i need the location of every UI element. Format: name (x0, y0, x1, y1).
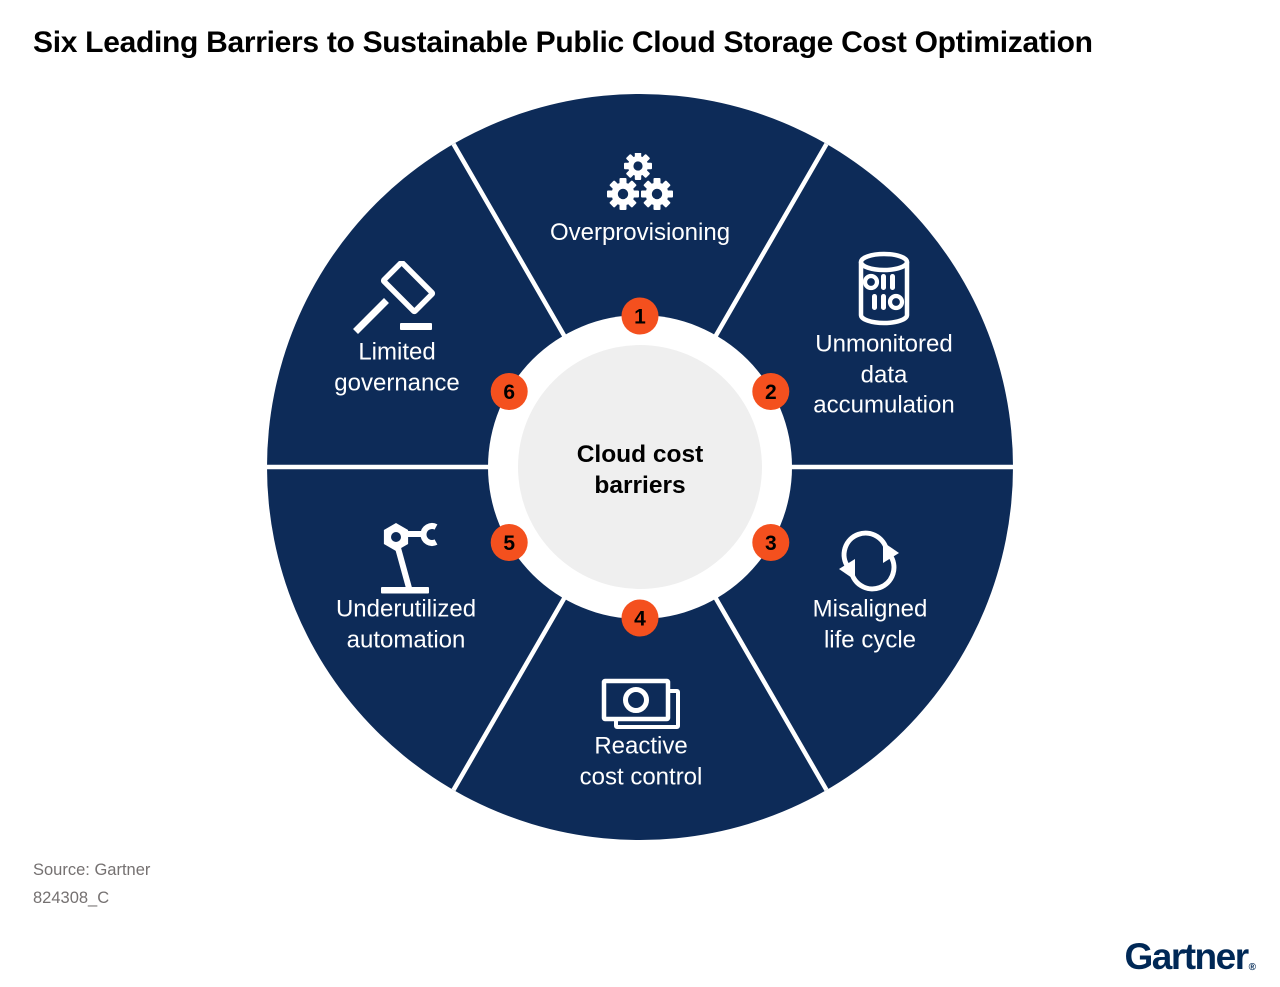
segment-4-label: Reactive cost control (579, 732, 703, 791)
segment-6-number: 6 (503, 381, 515, 404)
registered-trademark-symbol: ® (1248, 962, 1256, 973)
segment-2-number: 2 (765, 381, 777, 404)
hub-label: Cloud cost barriers (576, 441, 704, 499)
hub-gray-circle (518, 345, 762, 589)
segment-3-badge: 3 (752, 524, 790, 561)
gartner-logo-text: Gartner (1124, 936, 1249, 977)
banknote-icon (601, 678, 680, 729)
segment-6-label: Limited governance (334, 338, 460, 397)
segment-4-number: 4 (634, 608, 646, 631)
source-note: Source: Gartner (33, 861, 151, 879)
segment-divider-lines (267, 142, 1013, 792)
segment-number-badges: 1 2 3 4 5 6 (490, 297, 790, 637)
segment-5-badge: 5 (490, 524, 528, 561)
database-binary-icon (858, 251, 910, 326)
gears-icon (607, 153, 673, 210)
segment-4-badge: 4 (621, 599, 659, 637)
cloud-cost-barriers-wheel: 1 2 3 4 5 6 (267, 94, 1013, 840)
page-title: Six Leading Barriers to Sustainable Publ… (33, 26, 1093, 59)
gartner-logo: Gartner® (1124, 936, 1256, 978)
segment-6-badge: 6 (490, 373, 528, 410)
segment-2-badge: 2 (752, 373, 790, 410)
segment-5-label: Underutilized automation (335, 595, 477, 654)
segment-1-label: Overprovisioning (549, 218, 731, 246)
source-id: 824308_C (33, 889, 110, 907)
binary-digits (862, 273, 905, 311)
robot-arm-icon (381, 523, 438, 594)
segment-3-number: 3 (765, 532, 777, 555)
segment-5-number: 5 (503, 532, 515, 555)
gavel-icon (353, 261, 436, 334)
segment-1-number: 1 (634, 306, 646, 329)
segment-1-badge: 1 (621, 297, 659, 335)
segment-3-label: Misaligned life cycle (812, 595, 928, 654)
cycle-arrows-icon (839, 530, 899, 592)
segment-2-label: Unmonitored data accumulation (813, 330, 955, 419)
